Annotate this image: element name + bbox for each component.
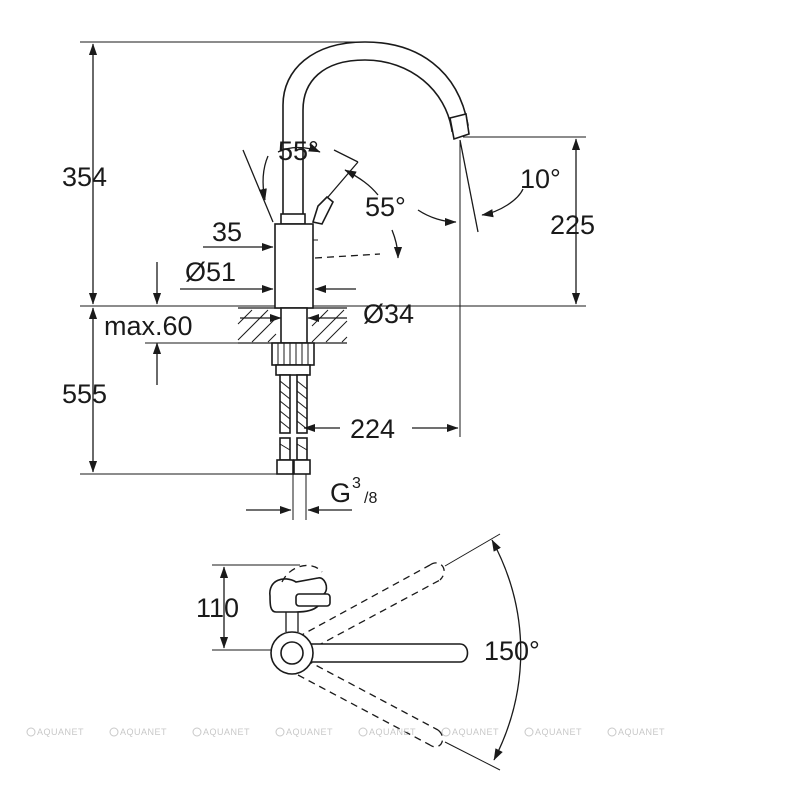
handle-swing-dashed [281,564,323,583]
ext-line-150-bottom [444,741,501,771]
svg-text:AQUANET: AQUANET [618,727,665,737]
watermark: AQUANET [441,727,499,737]
dim-arc-55-left-b [277,143,321,153]
svg-text:AQUANET: AQUANET [452,727,499,737]
dim-connection-thread: G [330,478,351,508]
angle-line-right [333,149,359,163]
angle-line-left [242,149,274,223]
spout-swing-lower [297,659,444,748]
watermark-row: AQUANET AQUANET AQUANET AQUANET AQUANET … [26,727,665,737]
dim-arc-55-handle-b [391,229,403,259]
svg-text:AQUANET: AQUANET [369,727,416,737]
body-top-view-inner [280,641,304,665]
watermark: AQUANET [358,727,416,737]
watermark: AQUANET [607,727,665,737]
dim-connection-denominator: /8 [364,490,377,507]
dim-arc-55-handle-a [344,169,379,196]
lever-handle [311,195,334,225]
top-view: 110 150° [196,533,540,771]
dim-spout-height: 225 [550,210,595,240]
mounting-shank [280,307,308,344]
spout-top-view [289,643,469,663]
svg-text:AQUANET: AQUANET [203,727,250,737]
svg-text:AQUANET: AQUANET [535,727,582,737]
faucet-body [274,223,314,309]
handle-center-line [314,253,381,259]
lever-angle-line [327,161,359,198]
watermark: AQUANET [109,727,167,737]
dim-spout-angle-left: 55° [278,136,319,166]
mounting-nut [271,342,315,376]
ext-line-150-top [444,533,501,567]
dim-swivel-angle: 150° [484,636,540,666]
dim-top-view-depth: 110 [196,593,239,623]
spout-swing-upper [297,562,445,653]
dim-height-total: 354 [62,162,107,192]
watermark: AQUANET [524,727,582,737]
svg-text:AQUANET: AQUANET [37,727,84,737]
dim-body-diameter: Ø51 [185,257,236,287]
watermark: AQUANET [275,727,333,737]
side-view: 354 555 225 max.60 10° [62,41,595,520]
spout-tip [449,113,470,141]
spout-collar [280,213,306,225]
watermark: AQUANET [26,727,84,737]
spout-tilt-line [459,139,479,233]
handle-lever-top-view [295,593,331,607]
dim-hole-diameter: Ø34 [363,299,414,329]
dim-handle-offset: 35 [212,217,242,247]
dim-reach: 224 [350,414,395,444]
supply-hoses [276,374,311,520]
svg-text:AQUANET: AQUANET [286,727,333,737]
dim-arc-150 [491,539,522,761]
dim-arc-55-left-a [258,155,269,201]
watermark: AQUANET [192,727,250,737]
svg-text:AQUANET: AQUANET [120,727,167,737]
dim-hose-length: 555 [62,379,107,409]
dim-spout-tilt: 10° [520,164,561,194]
dim-arc-55-handle-c [417,209,457,227]
dim-max-deck-thickness: max.60 [104,311,193,341]
dim-handle-angle: 55° [365,192,406,222]
dim-arc-10deg [481,188,524,218]
dim-connection-numerator: 3 [352,475,361,492]
